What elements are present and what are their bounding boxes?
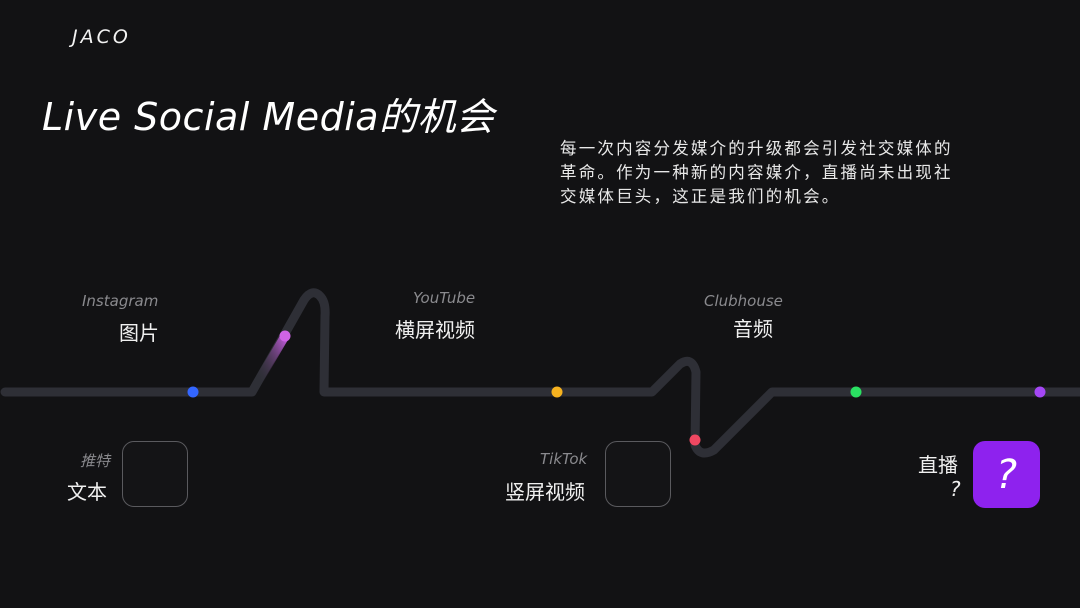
twitter-icon	[122, 441, 188, 507]
question-mark-icon: ?	[973, 441, 1040, 508]
timeline-track	[0, 288, 1080, 458]
live-label-question: ?	[950, 477, 961, 501]
tiktok-label-en: TikTok	[540, 450, 588, 468]
twitter-label-en: 推特	[80, 452, 111, 470]
dot-red	[689, 434, 701, 446]
dot-violet	[279, 330, 291, 342]
youtube-label-en: YouTube	[413, 289, 476, 307]
clubhouse-label-cn: 音频	[733, 317, 773, 341]
dot-green	[850, 386, 862, 398]
youtube-label-cn: 横屏视频	[395, 318, 475, 342]
dot-purple	[1034, 386, 1046, 398]
twitter-label-cn: 文本	[67, 480, 107, 504]
clubhouse-label-en: Clubhouse	[704, 292, 783, 310]
dot-blue	[187, 386, 199, 398]
dot-amber	[551, 386, 563, 398]
live-label-cn: 直播	[918, 453, 958, 477]
instagram-label-en: Instagram	[82, 292, 159, 310]
tiktok-icon	[605, 441, 671, 507]
brand-logo: JACO	[72, 26, 131, 48]
segment-violet	[253, 331, 290, 387]
description-text: 每一次内容分发媒介的升级都会引发社交媒体的革命。作为一种新的内容媒介，直播尚未出…	[560, 139, 953, 206]
page-title: Live Social Media的机会	[42, 95, 495, 139]
tiktok-label-cn: 竖屏视频	[505, 480, 585, 504]
instagram-label-cn: 图片	[119, 321, 159, 345]
